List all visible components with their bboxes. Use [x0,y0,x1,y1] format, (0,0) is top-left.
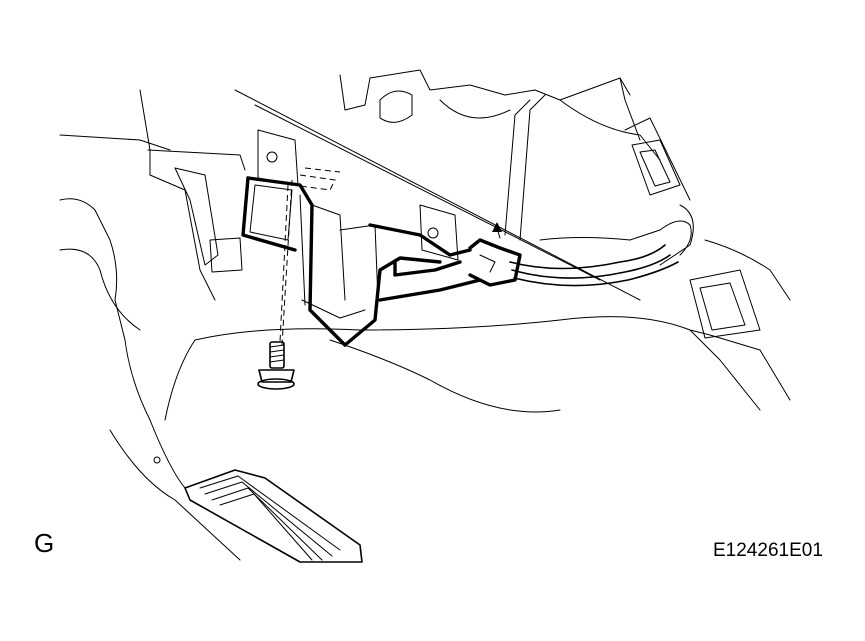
bolt-guide-line [279,179,293,346]
connector-icon [492,222,502,232]
bolt-icon [257,341,295,390]
view-label: G [34,528,55,558]
mounting-plate [257,129,459,261]
figure-code: E124261E01 [713,540,823,561]
dashboard-upper-panel [234,69,661,301]
right-trim-panel [624,117,791,339]
lower-dash-cover [164,316,791,421]
accelerator-pedal-icon [109,419,363,563]
bracket [241,176,482,347]
left-side-trim [59,89,246,421]
wire-harness [468,94,692,287]
